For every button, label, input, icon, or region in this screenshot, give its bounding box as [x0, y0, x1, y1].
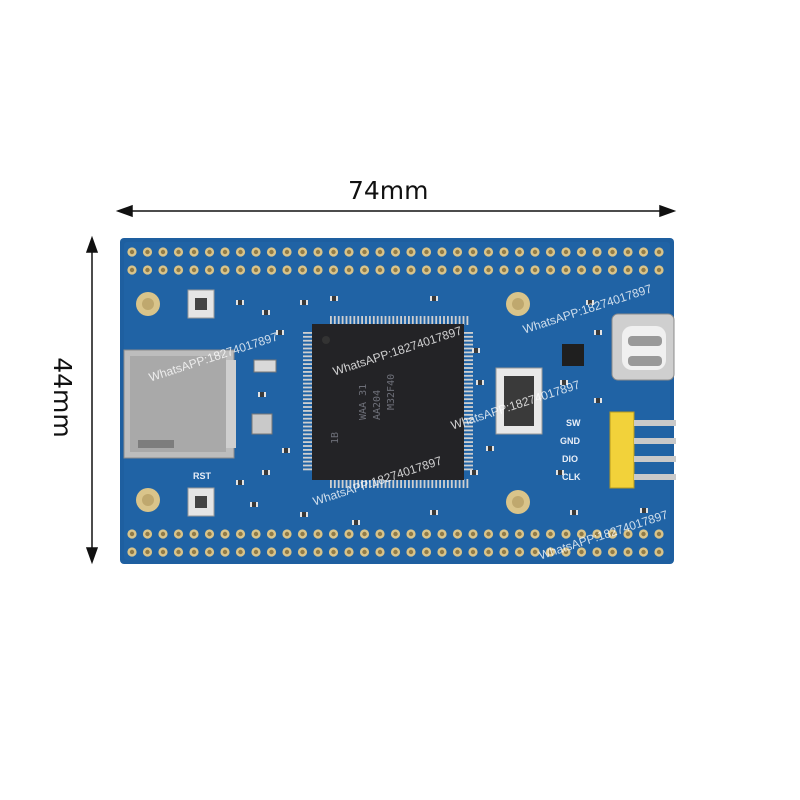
pin-label-clk: CLK [562, 472, 581, 482]
height-dimension-arrow [85, 235, 99, 565]
header-pad-rows [127, 247, 664, 557]
chip-marking-3: WAA 31 [358, 383, 369, 420]
pin-label-sw: SW [566, 418, 581, 428]
voltage-regulator [562, 344, 584, 366]
width-dimension-arrow [115, 204, 677, 218]
crystal [253, 359, 277, 373]
mcu-chip [312, 324, 464, 480]
pin-label-gnd: GND [560, 436, 580, 446]
width-dimension-label: 74mm [348, 176, 429, 205]
reset-button [187, 487, 215, 517]
chip-marking-4: 1B [330, 431, 341, 444]
height-dimension-label: 44mm [47, 357, 77, 438]
swd-pin-header [609, 411, 676, 489]
inductor [251, 413, 273, 435]
mcu-pins [303, 316, 473, 488]
sd-card-slot [123, 349, 236, 459]
chip-marking-2: AA204 [372, 389, 383, 420]
chip-marking-1: M32F40 [386, 373, 397, 410]
usb-type-c-port [611, 313, 675, 381]
reset-label: RST [193, 471, 211, 481]
smd-components [236, 296, 648, 525]
pin-label-dio: DIO [562, 454, 579, 464]
mounting-holes [136, 292, 530, 514]
boot-button [187, 289, 215, 319]
fpc-connector [495, 367, 543, 435]
